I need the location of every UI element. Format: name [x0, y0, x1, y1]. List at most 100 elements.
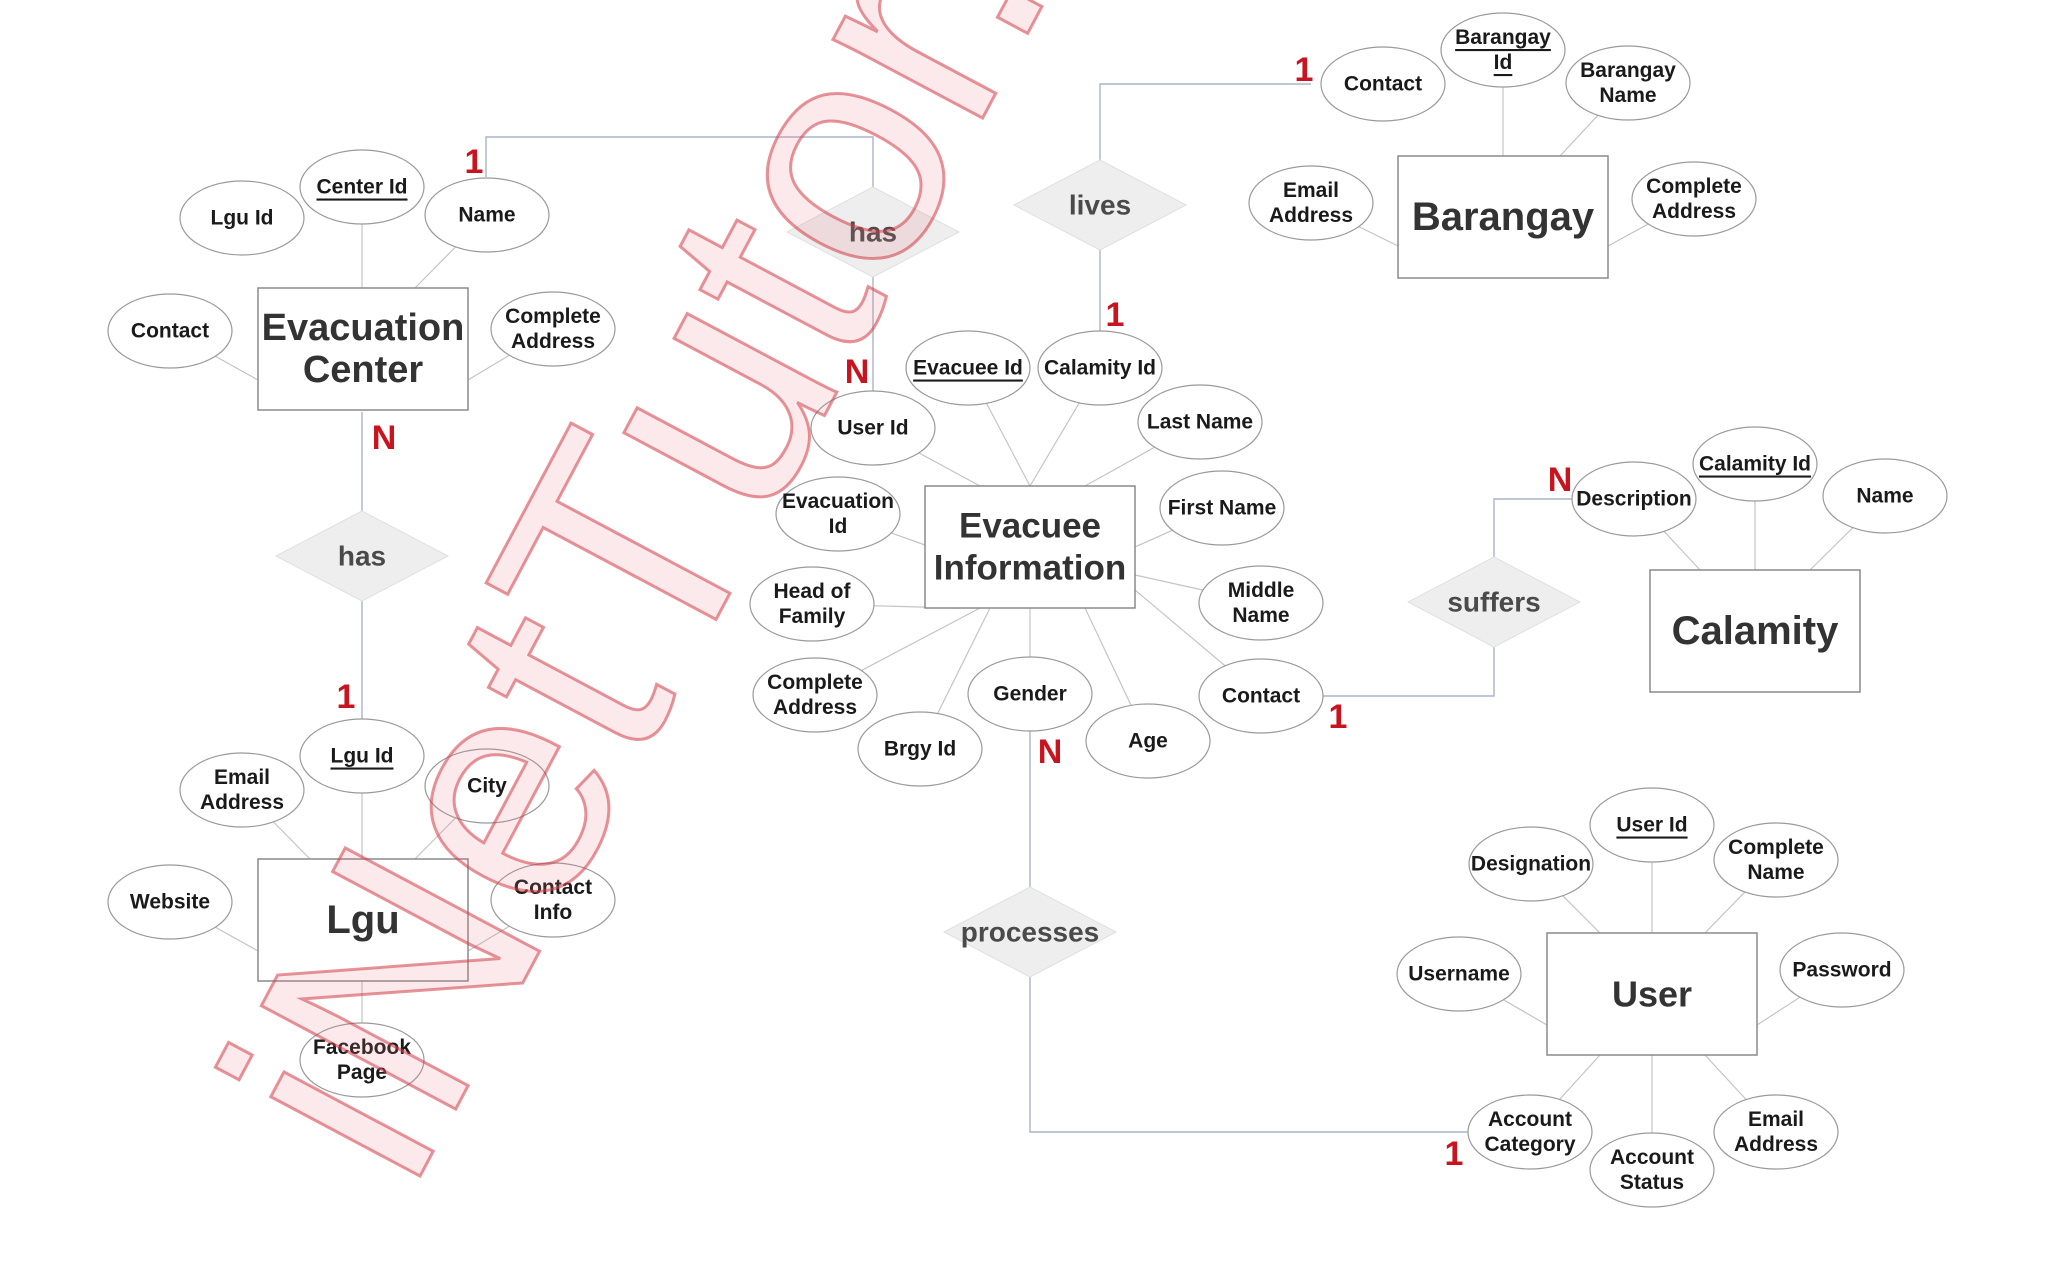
attribute-ev-middle-label-line-2: Name — [1232, 604, 1289, 627]
relationship-suffers-label: suffers — [1447, 587, 1540, 618]
attribute-ev-user-id: User Id — [810, 390, 936, 466]
entity-lgu-label-line-1: Lgu — [326, 898, 399, 942]
attribute-ev-age: Age — [1085, 703, 1211, 779]
entity-evacuee-label-line-1: Evacuee — [959, 507, 1101, 546]
entities: EvacuationCenterLguEvacueeInformationBar… — [257, 155, 1861, 1056]
attribute-us-status-label-line-1: Account — [1610, 1146, 1694, 1169]
attribute-us-username-label-line-1: Username — [1408, 963, 1510, 986]
attribute-br-id-label-line-1: Barangay — [1455, 26, 1551, 49]
attribute-br-name-label-line-1: Barangay — [1580, 59, 1676, 82]
attribute-ec-contact: Contact — [107, 293, 233, 369]
attribute-ec-name: Name — [424, 177, 550, 253]
attribute-us-id-label-line-1: User Id — [1616, 814, 1687, 837]
connector-5 — [1099, 83, 1311, 160]
attribute-ec-name-label-line-1: Name — [458, 204, 515, 227]
cardinality-ca-suffers: N — [1548, 461, 1573, 499]
attribute-ev-user-id-label-line-1: User Id — [837, 417, 908, 440]
attribute-lgu-email-label-line-2: Address — [200, 791, 284, 814]
attribute-ev-calamity-id-label-line-1: Calamity Id — [1044, 357, 1156, 380]
attribute-lgu-facebook-label-line-1: Facebook — [313, 1036, 411, 1059]
attribute-us-password-label-line-1: Password — [1792, 959, 1891, 982]
attribute-ev-gender: Gender — [967, 656, 1093, 732]
attribute-ec-center-id: Center Id — [299, 149, 425, 225]
attribute-us-category-label-line-2: Category — [1484, 1133, 1575, 1156]
connector-1 — [485, 136, 874, 187]
attribute-ev-evacuation-id-label-line-1: Evacuation — [782, 490, 894, 513]
cardinality-lgu-has-left: 1 — [337, 678, 356, 716]
attribute-lgu-id: Lgu Id — [299, 718, 425, 794]
relationship-suffers: suffers — [1406, 556, 1582, 648]
cardinality-ec-has-top: 1 — [465, 143, 484, 181]
entity-calamity: Calamity — [1649, 569, 1861, 693]
attribute-ca-name-label-line-1: Name — [1856, 485, 1913, 508]
cardinality-us-processes: 1 — [1445, 1135, 1464, 1173]
attribute-us-category-label-line-1: Account — [1488, 1108, 1572, 1131]
attribute-ev-calamity-id: Calamity Id — [1037, 330, 1163, 406]
relationship-has-top-label: has — [849, 217, 897, 248]
relationship-processes: processes — [942, 886, 1118, 978]
attribute-ev-middle-label-line-1: Middle — [1228, 579, 1295, 602]
attribute-ev-evacuation-id-label-line-2: Id — [829, 515, 848, 538]
attribute-ca-description-label-line-1: Description — [1576, 488, 1692, 511]
entity-evacuation-center-label-line-1: Evacuation — [262, 307, 465, 349]
attribute-lgu-id-label-line-1: Lgu Id — [331, 745, 394, 768]
attribute-ca-description: Description — [1571, 461, 1697, 537]
attribute-lgu-city-label-line-1: City — [467, 775, 507, 798]
connector-8 — [1323, 647, 1495, 697]
attribute-us-username: Username — [1396, 936, 1522, 1012]
attribute-us-password: Password — [1779, 932, 1905, 1008]
relationship-lives: lives — [1012, 159, 1188, 251]
entity-calamity-label-line-1: Calamity — [1672, 609, 1839, 653]
entity-evacuation-center-label-line-2: Center — [303, 349, 424, 391]
entity-evacuee-label-line-2: Information — [934, 549, 1126, 588]
relationship-has-top: has — [785, 186, 961, 278]
attribute-ev-id: Evacuee Id — [905, 330, 1031, 406]
attribute-us-designation: Designation — [1468, 826, 1594, 902]
relationships: has has lives suffers processes — [274, 159, 1582, 978]
attribute-ec-lgu-id-label-line-1: Lgu Id — [211, 207, 274, 230]
entity-user: User — [1546, 932, 1758, 1056]
entity-user-label-line-1: User — [1612, 974, 1692, 1015]
attribute-lgu-city: City — [424, 748, 550, 824]
attribute-us-name-label-line-1: Complete — [1728, 836, 1824, 859]
entity-barangay: Barangay — [1397, 155, 1609, 279]
cardinality-ev-has-top: N — [845, 353, 870, 391]
entity-lgu: Lgu — [257, 858, 469, 982]
attribute-lgu-contact-label-line-2: Info — [534, 901, 572, 924]
attribute-ca-id-label-line-1: Calamity Id — [1699, 453, 1811, 476]
cardinality-br-lives: 1 — [1295, 51, 1314, 89]
attribute-us-name-label-line-2: Name — [1747, 861, 1804, 884]
attribute-ev-contact-label-line-1: Contact — [1222, 685, 1300, 708]
attribute-lgu-website-label-line-1: Website — [130, 891, 210, 914]
relationship-lives-label: lives — [1069, 190, 1131, 221]
attribute-lgu-contact-label-line-1: Contact — [514, 876, 592, 899]
attribute-ec-lgu-id: Lgu Id — [179, 180, 305, 256]
attribute-ec-contact-label-line-1: Contact — [131, 320, 209, 343]
relationship-has-left: has — [274, 510, 450, 602]
attribute-br-contact-label-line-1: Contact — [1344, 73, 1422, 96]
entity-barangay-label-line-1: Barangay — [1412, 195, 1595, 239]
attribute-ca-id: Calamity Id — [1692, 426, 1818, 502]
attribute-lgu-email-label-line-1: Email — [214, 766, 270, 789]
attribute-ev-contact: Contact — [1198, 658, 1324, 734]
attribute-ev-first-name-label-line-1: First Name — [1168, 497, 1277, 520]
attribute-lgu-facebook-label-line-2: Page — [337, 1061, 387, 1084]
attribute-lgu-website: Website — [107, 864, 233, 940]
cardinality-ec-has-left: N — [372, 419, 397, 457]
attribute-br-contact: Contact — [1320, 46, 1446, 122]
